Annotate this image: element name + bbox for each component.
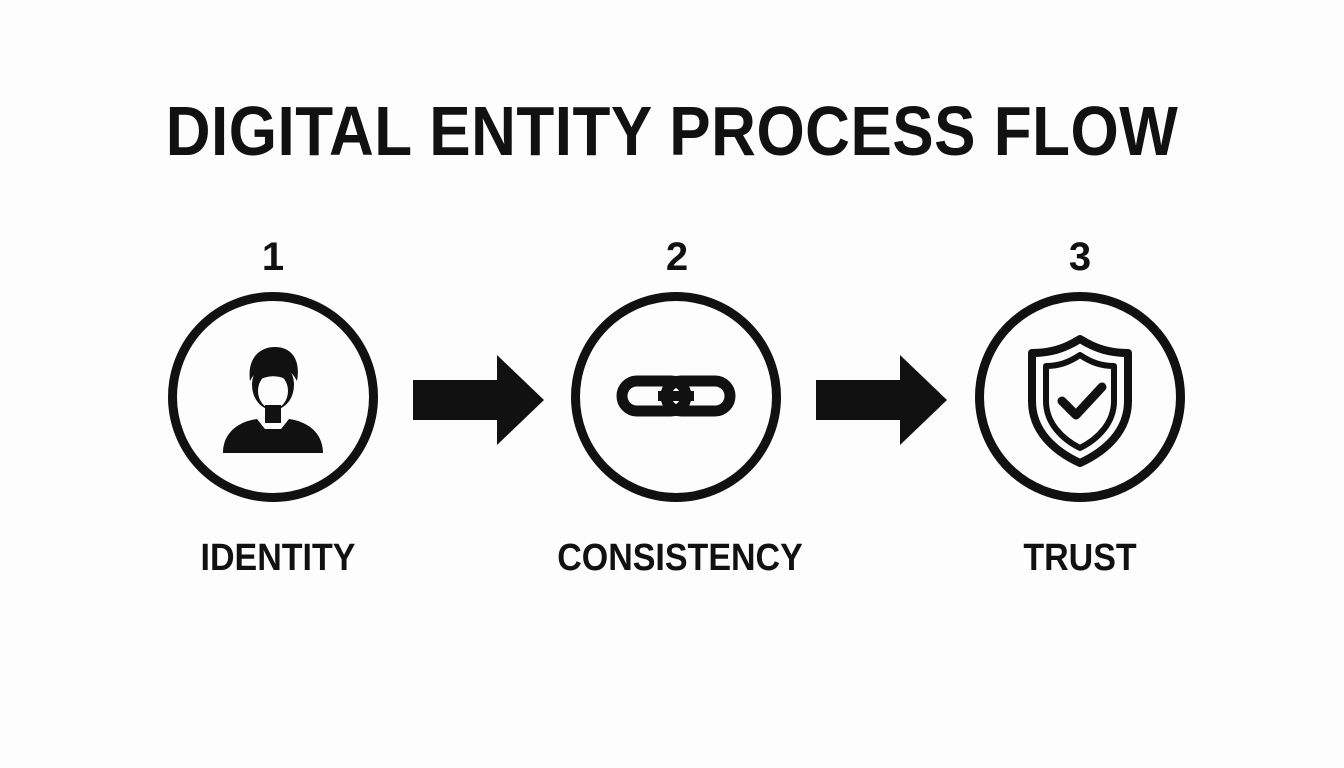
step-2-number: 2 (665, 235, 689, 279)
chain-link-icon (616, 375, 736, 417)
user-icon (223, 347, 323, 453)
step-3-circle (975, 292, 1185, 502)
step-1-number: 1 (261, 235, 285, 279)
page-title: DIGITAL ENTITY PROCESS FLOW (165, 93, 1179, 171)
arrow-right-icon (413, 355, 544, 445)
step-1-label: IDENTITY (200, 536, 356, 579)
step-2-circle (571, 292, 781, 502)
arrow-right-icon (816, 355, 947, 445)
step-2-label: CONSISTENCY (557, 536, 803, 579)
step-3-number: 3 (1068, 235, 1092, 279)
shield-check-icon (1028, 335, 1132, 467)
step-3-label: TRUST (1023, 536, 1137, 579)
step-1-circle (168, 292, 378, 502)
